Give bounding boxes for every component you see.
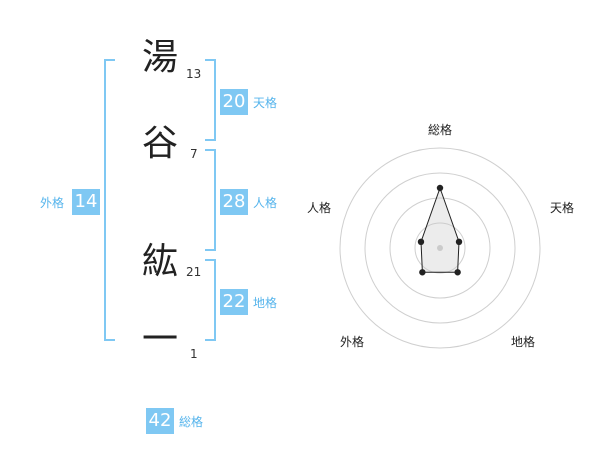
radar-axis-label-chikaku: 地格 [511, 335, 536, 349]
soukaku-value: 42 [146, 408, 174, 434]
radar-axis-label-tenkaku: 天格 [550, 201, 575, 215]
name-char-2: 谷 [141, 123, 178, 164]
chikaku-label: 地格 [253, 296, 278, 310]
tenkaku-label: 天格 [253, 96, 278, 110]
radar-axis-label-gaikaku: 外格 [340, 335, 365, 349]
radar-grid-ring-3 [364, 172, 516, 324]
jinkaku-label: 人格 [253, 196, 278, 210]
jinkaku-value: 28 [220, 189, 248, 215]
radar-point-0 [436, 184, 444, 192]
stroke-count-1: 13 [186, 67, 202, 81]
tenkaku-value: 20 [220, 89, 248, 115]
radar-axis-label-jinkaku: 人格 [307, 201, 332, 215]
radar-point-1 [455, 238, 463, 246]
radar-axis-label-soukaku: 総格 [428, 123, 453, 137]
radar-point-3 [419, 269, 426, 276]
chikaku-value: 22 [220, 289, 248, 315]
radar-point-2 [454, 269, 461, 276]
radar-center [437, 245, 443, 251]
name-char-1: 湯 [141, 37, 178, 78]
stroke-count-3: 21 [186, 265, 202, 279]
radar-grid-ring-4 [339, 147, 541, 349]
radar-grid-ring-1 [414, 222, 466, 274]
name-char-3: 紘 [141, 241, 178, 282]
radar-grid-ring-2 [389, 197, 491, 299]
name-char-4: 一 [141, 319, 178, 360]
stroke-count-2: 7 [190, 147, 198, 161]
radar-point-4 [417, 238, 425, 246]
stroke-count-4: 1 [190, 347, 198, 361]
gaikaku-value: 14 [72, 189, 100, 215]
gaikaku-label: 外格 [40, 196, 65, 210]
soukaku-label: 総格 [179, 415, 204, 429]
radar-series-polygon [420, 186, 460, 273]
